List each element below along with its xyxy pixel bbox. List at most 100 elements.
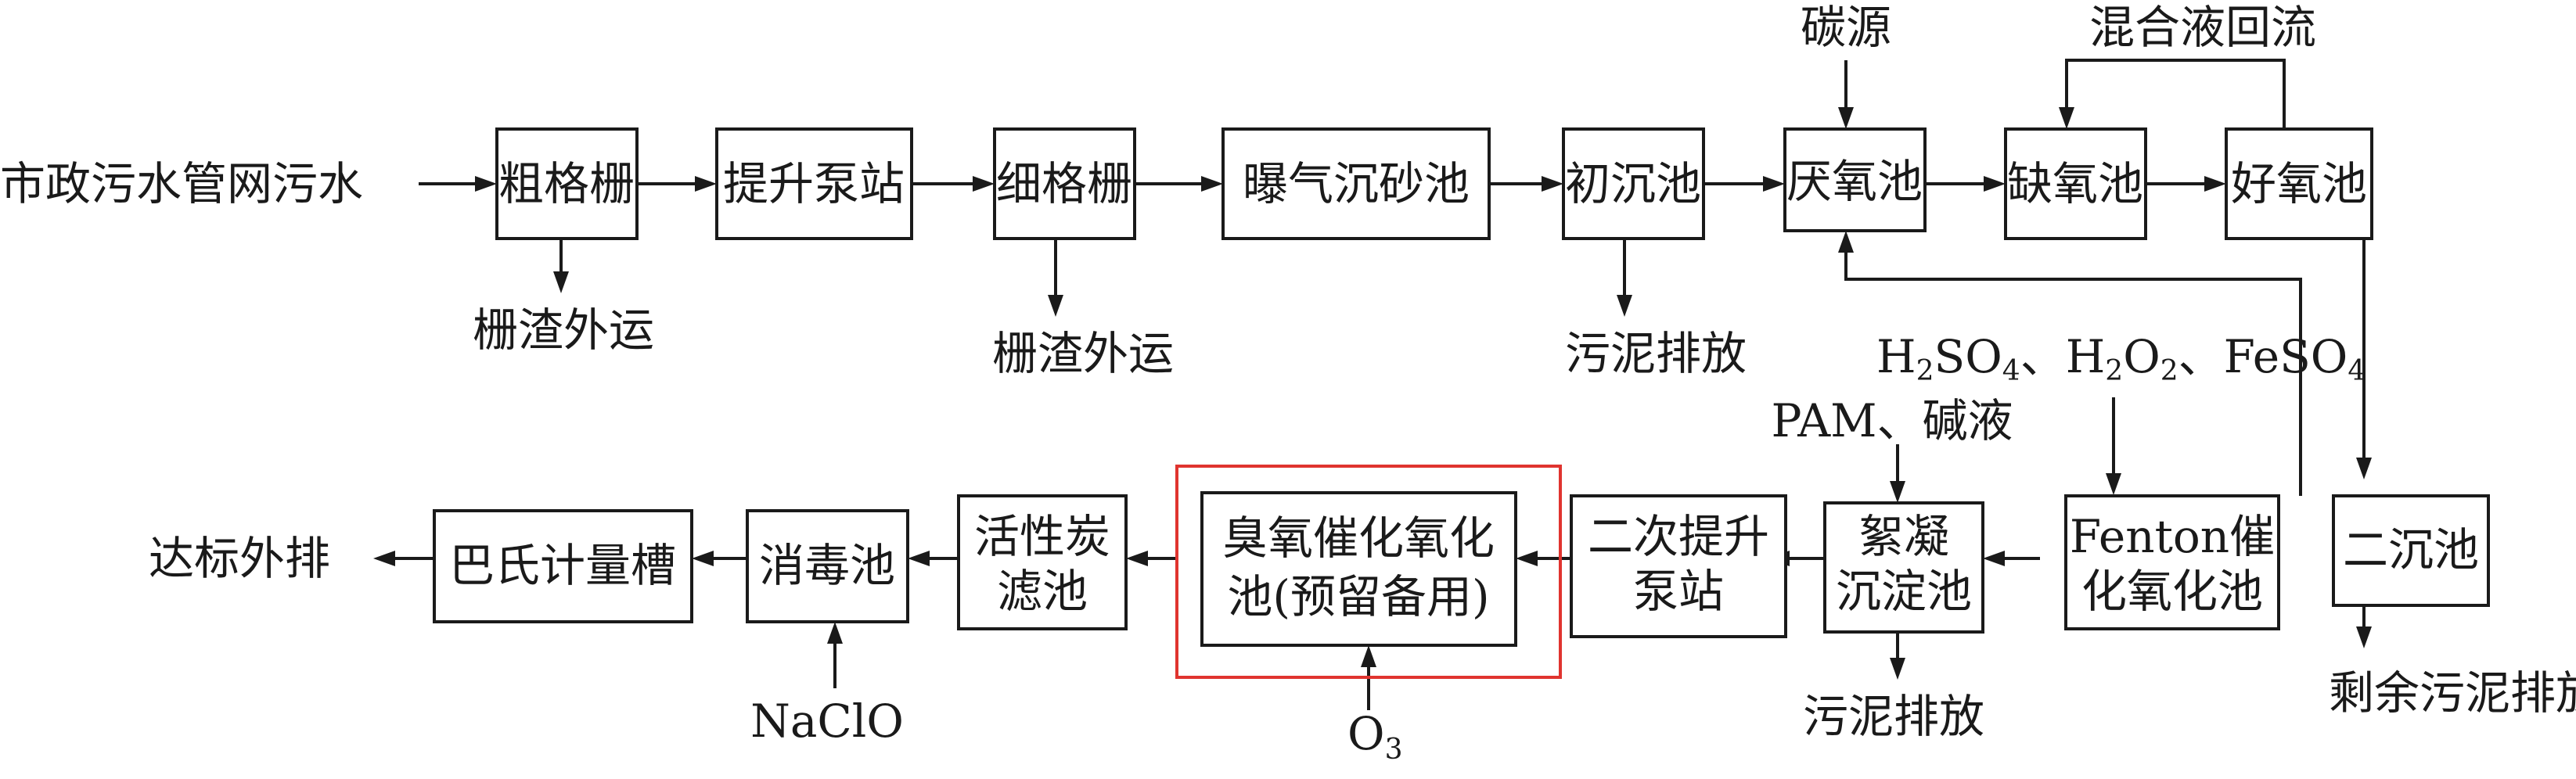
node-label-line2: 泵站 [1633,565,1724,618]
arrowhead-right [1763,176,1785,192]
node-label-line1: 臭氧催化氧化 [1222,512,1495,565]
label-ozone-input: O3 [1347,707,1402,766]
arrowhead-down [2356,626,2372,648]
chem-o: O [2123,330,2160,383]
label-carbon-source: 碳源 [1801,1,1891,54]
node-second-lift: 二次提升 泵站 [1570,494,1787,638]
arrowhead-up [1361,645,1376,667]
node-label-line1: 二次提升 [1588,510,1769,563]
node-box [1221,127,1491,240]
arrowhead-left [1126,551,1148,566]
node-box [433,509,693,623]
node-lift-pump: 提升泵站 [715,127,913,240]
chem-h: H [1876,330,1916,383]
node-aerated-grit: 曝气沉砂池 [1221,127,1491,240]
label-screenings-coarse: 栅渣外运 [473,303,654,357]
arrowhead-down [1890,658,1905,680]
node-label: 二沉池 [2343,523,2479,576]
arrowhead-down [1048,295,1063,317]
node-box [715,127,913,240]
label-discharge: 达标外排 [149,532,330,585]
node-box [1783,127,1927,232]
node-anaerobic: 厌氧池 [1783,127,1927,232]
arrowhead-down [2059,107,2074,129]
node-anoxic: 缺氧池 [2004,127,2147,240]
chem-sub: 2 [2105,355,2123,387]
label-mixed-liquor-return: 混合液回流 [2089,1,2316,54]
arrowhead-up [1838,231,1854,253]
node-ozone-oxidation: 臭氧催化氧化 池(预留备用) [1200,491,1517,647]
arrowhead-down [1838,107,1854,129]
chem-so: SO [1934,330,2002,383]
node-label: 粗格栅 [498,157,635,210]
top-row-edges [419,59,2366,496]
source-label: 市政污水管网污水 [0,157,363,210]
node-label-line1: 絮凝 [1858,510,1949,563]
node-label: 细格栅 [996,157,1132,210]
arrowhead-right [1984,176,2006,192]
node-aerobic: 好氧池 [2225,127,2373,240]
arrowhead-right [2204,176,2226,192]
node-label-line2: 沉淀池 [1836,565,1972,618]
label-coag-sludge: 污泥排放 [1803,690,1984,743]
node-box [2332,494,2490,607]
edge-mixed-liquor-return [2065,59,2286,129]
arrowhead-right [1542,176,1563,192]
node-label-line1: 活性炭 [974,510,1110,563]
arrowhead-down [2356,458,2372,479]
node-fenton: Fenton催 化氧化池 [2064,494,2280,630]
chem-sep: 、FeSO [2178,330,2348,383]
chem-sub: 4 [2002,355,2020,387]
node-fine-screen: 细格栅 [993,127,1136,240]
chem-sep: 、H [2020,330,2106,383]
arrowhead-down [1890,481,1905,503]
node-label-line2: 化氧化池 [2081,565,2263,618]
node-box [746,509,909,623]
node-box [993,127,1136,240]
node-activated-carbon: 活性炭 滤池 [957,494,1128,630]
node-label: 缺氧池 [2007,157,2143,210]
node-coarse-screen: 粗格栅 [495,127,639,240]
node-box [2004,127,2147,240]
node-box [957,494,1128,630]
node-label: 厌氧池 [1786,155,1923,208]
label-excess-sludge: 剩余污泥排放 [2329,666,2576,720]
chem-sub: 2 [2160,355,2178,387]
chem-sub: 4 [2348,355,2366,387]
edge-sludge-return [1844,247,2302,496]
chem-sub: 2 [1916,355,1934,387]
label-naclo: NaClO [750,695,904,748]
ozone-highlight-frame [1175,465,1562,679]
node-label: 提升泵站 [723,157,905,210]
node-label: 好氧池 [2231,157,2367,210]
arrowhead-right [973,176,995,192]
arrowhead-up [827,622,843,644]
node-label: 消毒池 [759,539,895,592]
node-secondary-clarifier: 二沉池 [2332,494,2490,607]
bottom-row-edges [391,397,2366,710]
node-label-line1: Fenton催 [2070,510,2275,563]
node-box [1823,501,1984,634]
label-primary-sludge: 污泥排放 [1565,327,1747,380]
node-box [1570,494,1787,638]
arrowhead-right [475,176,497,192]
node-parshall-flume: 巴氏计量槽 [433,509,693,623]
node-label: 曝气沉砂池 [1243,157,1470,210]
ozone-o: O [1347,707,1385,760]
arrowhead-left [1516,551,1538,566]
arrowhead-left [373,551,395,566]
label-screenings-fine: 栅渣外运 [992,327,1174,380]
label-fenton-chemicals: H2SO4、H2O2、FeSO4 [1876,330,2366,387]
arrowhead-left [908,551,930,566]
arrowhead-down [553,271,569,293]
node-box [2064,494,2280,630]
arrowhead-left [1983,551,2005,566]
node-coag-sedimentation: 絮凝 沉淀池 [1823,501,1984,634]
node-box [495,127,639,240]
node-label-line2: 池(预留备用) [1227,570,1489,623]
node-box [2225,127,2373,240]
arrowhead-down [2106,473,2121,495]
arrowhead-left [692,551,714,566]
node-primary-clarifier: 初沉池 [1562,127,1705,240]
